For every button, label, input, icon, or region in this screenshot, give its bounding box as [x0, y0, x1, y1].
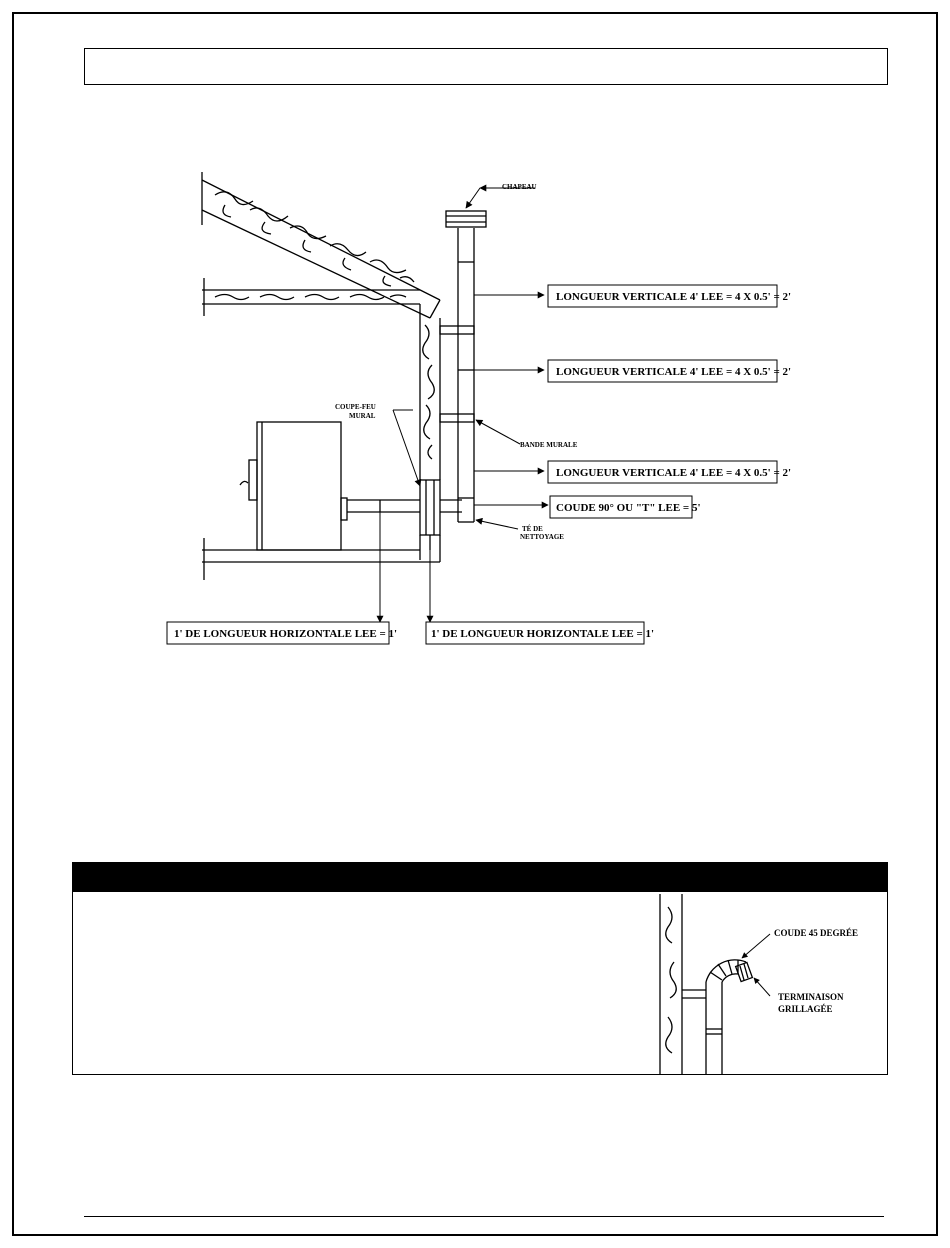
label-vertical-3: LONGUEUR VERTICALE 4' LEE = 4 X 0.5' = 2… [547, 460, 791, 484]
elbow-termination-diagram: COUDE 45 DEGRÉE TERMINAISON GRILLAGÉE [659, 894, 858, 1075]
vertical-pipe [439, 210, 487, 523]
wall-firestop [419, 479, 441, 550]
stove [239, 421, 348, 551]
leader-lines [376, 184, 549, 623]
svg-text:1' DE LONGUEUR HORIZONTALE LEE: 1' DE LONGUEUR HORIZONTALE LEE = 1' [174, 628, 397, 640]
label-terminaison-1: TERMINAISON [778, 992, 844, 1002]
horizontal-pipe [347, 499, 462, 513]
page-frame [12, 12, 938, 1236]
svg-text:LONGUEUR VERTICALE 4' LEE = 4: LONGUEUR VERTICALE 4' LEE = 4 X 0.5' = 2… [556, 467, 791, 479]
label-coude-45: COUDE 45 DEGRÉE [774, 928, 858, 938]
svg-text:1' DE LONGUEUR HORIZONTALE LEE: 1' DE LONGUEUR HORIZONTALE LEE = 1' [431, 628, 654, 640]
roof [201, 172, 441, 319]
label-coude-90: COUDE 90° OU "T" LEE = 5' [549, 495, 701, 519]
ceiling [202, 278, 420, 316]
floor [202, 535, 441, 580]
label-coupe-feu-1: COUPE-FEU [335, 403, 376, 411]
notice-header [73, 863, 887, 892]
title-box [84, 48, 888, 85]
label-te-2: NETTOYAGE [520, 533, 564, 541]
label-terminaison-2: GRILLAGÉE [778, 1004, 833, 1014]
label-horizontal-1: 1' DE LONGUEUR HORIZONTALE LEE = 1' [166, 621, 397, 645]
label-vertical-1: LONGUEUR VERTICALE 4' LEE = 4 X 0.5' = 2… [547, 284, 791, 308]
svg-text:COUDE 90° OU "T" LEE = 5': COUDE 90° OU "T" LEE = 5' [556, 502, 701, 514]
label-coupe-feu-2: MURAL [349, 412, 376, 420]
label-vertical-2: LONGUEUR VERTICALE 4' LEE = 4 X 0.5' = 2… [547, 359, 791, 383]
label-horizontal-2: 1' DE LONGUEUR HORIZONTALE LEE = 1' [425, 621, 654, 645]
svg-text:LONGUEUR VERTICALE 4' LEE = 4: LONGUEUR VERTICALE 4' LEE = 4 X 0.5' = 2… [556, 366, 791, 378]
notice-panel: COUDE 45 DEGRÉE TERMINAISON GRILLAGÉE [72, 862, 888, 1075]
label-bande-murale: BANDE MURALE [520, 441, 578, 449]
exterior-wall [419, 304, 441, 560]
label-te-1: TÉ DE [522, 525, 543, 533]
label-chapeau: CHAPEAU [502, 183, 537, 191]
venting-diagram: LONGUEUR VERTICALE 4' LEE = 4 X 0.5' = 2… [166, 172, 791, 645]
footer-rule [84, 1216, 884, 1217]
svg-text:LONGUEUR VERTICALE 4' LEE = 4: LONGUEUR VERTICALE 4' LEE = 4 X 0.5' = 2… [556, 291, 791, 303]
